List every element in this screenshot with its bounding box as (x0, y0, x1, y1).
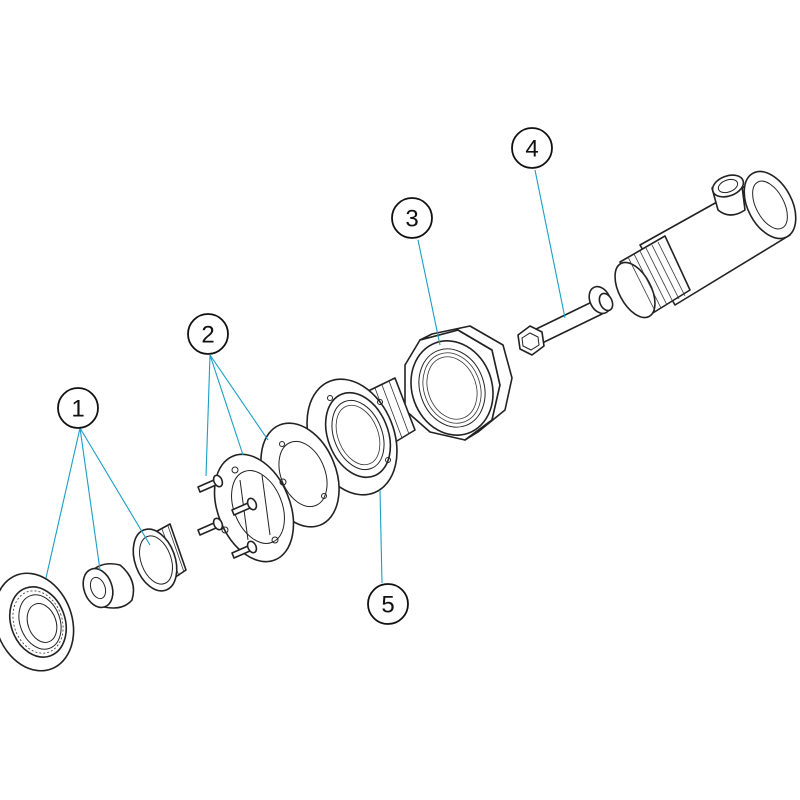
callout-4-label: 4 (525, 136, 538, 163)
part-4-pipe-body (614, 170, 797, 319)
part-4-rod-assembly (517, 285, 614, 356)
part-3-union-nut (404, 325, 513, 441)
leader-1c (79, 427, 151, 546)
callout-2: 2 (187, 313, 229, 355)
part-1-eyeball (82, 562, 135, 609)
leader-2b (209, 354, 244, 456)
leader-3 (417, 239, 441, 346)
callout-1: 1 (57, 387, 99, 429)
callout-1-label: 1 (71, 396, 84, 423)
pipe-threads (627, 241, 686, 312)
part-2-screw-2 (197, 517, 224, 536)
part-2-screw-1 (197, 474, 224, 493)
leader-1b (79, 427, 101, 571)
leader-4 (534, 169, 566, 319)
leader-lines (45, 169, 566, 584)
callout-5-label: 5 (381, 592, 394, 619)
callout-4: 4 (511, 127, 553, 169)
part-1-face-ring (0, 572, 75, 672)
hex-nut (517, 325, 545, 356)
part-2-screw-3 (231, 540, 258, 559)
callout-5: 5 (367, 583, 409, 625)
leader-1a (45, 427, 81, 579)
leader-2c (209, 354, 269, 441)
leader-2a (205, 354, 211, 477)
leader-5 (379, 489, 383, 584)
callout-3-label: 3 (405, 206, 418, 233)
part-1-threaded-insert (132, 523, 187, 592)
callout-3: 3 (391, 197, 433, 239)
callout-2-label: 2 (201, 322, 214, 349)
part-2-screw-4 (231, 497, 258, 516)
